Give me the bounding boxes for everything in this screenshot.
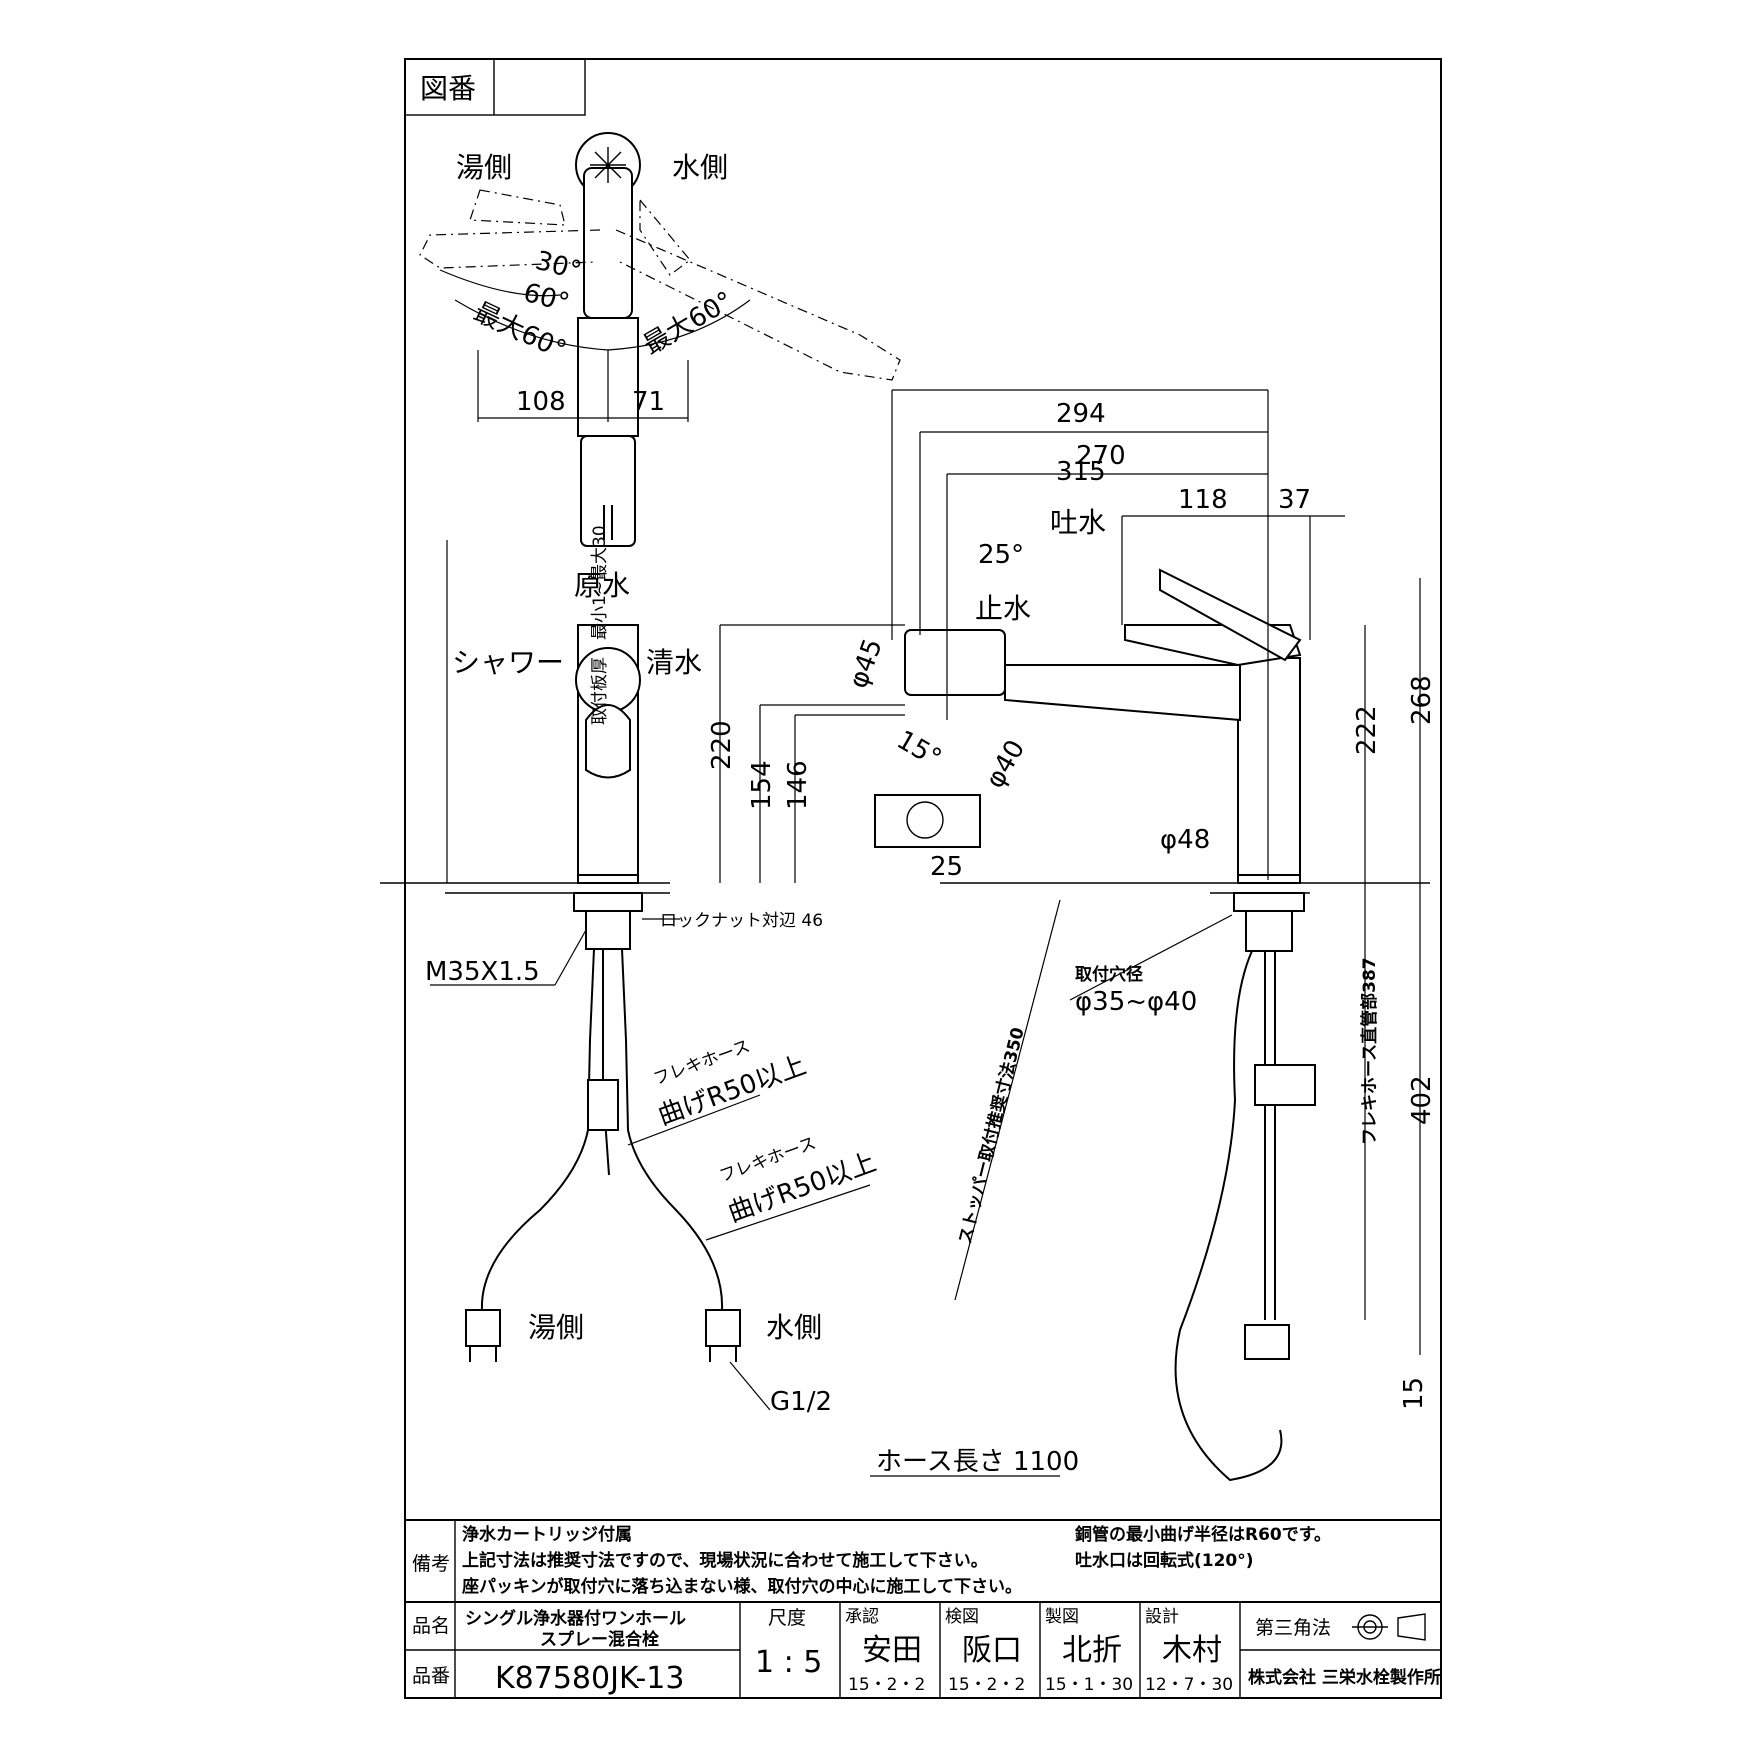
scale-label: 尺度	[768, 1607, 806, 1629]
title-block: 品名 シングル浄水器付ワンホール スプレー混合栓 品番 K87580JK-13 …	[405, 1601, 1441, 1698]
name-line-1: シングル浄水器付ワンホール	[465, 1608, 686, 1629]
spout-label: 吐水	[1050, 506, 1106, 539]
dim-146-label: 146	[783, 760, 813, 810]
remarks-line-2: 上記寸法は推奨寸法ですので、現場状況に合わせて施工して下さい。	[462, 1550, 988, 1571]
front-cold-side-label: 水側	[766, 1311, 822, 1344]
top-hot-side-label: 湯側	[456, 151, 512, 184]
remarks-line-5: 吐水口は回転式(120°)	[1075, 1550, 1254, 1571]
approved-label: 承認	[845, 1607, 879, 1627]
stopper-label: ストッパー取付推奨寸法350	[954, 1025, 1028, 1246]
front-view: 取付板厚 最小1~最大30 原水 シャワー 清水 ロックナット対辺 46 M35…	[380, 525, 880, 1417]
stop-label: 止水	[975, 592, 1031, 625]
dim-402-label: 402	[1407, 1075, 1437, 1125]
max-60-right-label: 最大60°	[639, 286, 739, 361]
drawn-label: 製図	[1045, 1607, 1079, 1627]
flex-straight-label: フレキホース直管部387	[1359, 957, 1380, 1145]
third-angle-projection-icon	[1352, 1613, 1426, 1641]
plate-thickness-label: 取付板厚 最小1~最大30	[590, 525, 610, 725]
remarks-line-1: 浄水カートリッジ付属	[462, 1524, 632, 1545]
dim-25-label: 25	[930, 852, 963, 882]
hose-length-label: ホース長さ 1100	[876, 1447, 1079, 1477]
remarks-line-3: 座パッキンが取付穴に落ち込まない様、取付穴の中心に施工して下さい。	[462, 1576, 1022, 1597]
clean-water-label: 清水	[646, 646, 702, 679]
hole-title-label: 取付穴径	[1075, 964, 1143, 985]
drawn-name: 北折	[1062, 1633, 1122, 1668]
raw-water-label: 原水	[574, 569, 630, 602]
approved-name: 安田	[862, 1633, 922, 1668]
design-name: 木村	[1162, 1633, 1222, 1668]
dim-71-label: 71	[632, 387, 665, 417]
remarks-block: 備考 浄水カートリッジ付属 上記寸法は推奨寸法ですので、現場状況に合わせて施工し…	[405, 1519, 1441, 1602]
design-date: 12・7・30	[1145, 1675, 1233, 1695]
dim-270-label: 270	[1076, 441, 1126, 471]
thread-label: M35X1.5	[425, 957, 540, 987]
pipe-thread-label: G1/2	[770, 1387, 832, 1417]
hole-range-label: φ35~φ40	[1075, 987, 1197, 1017]
dim-222-label: 222	[1352, 705, 1382, 755]
dia-45-label: φ45	[843, 635, 888, 692]
name-label: 品名	[412, 1615, 450, 1637]
scale-value: 1 : 5	[755, 1645, 822, 1680]
drawing-number-box: 図番	[404, 58, 586, 116]
dim-154-label: 154	[747, 760, 777, 810]
dim-15-label: 15	[1399, 1377, 1429, 1410]
drawing-number-label: 図番	[420, 72, 476, 105]
company-name: 株式会社 三栄水栓製作所	[1248, 1667, 1441, 1688]
top-cold-side-label: 水側	[672, 151, 728, 184]
number-label: 品番	[412, 1665, 450, 1687]
shower-label: シャワー	[452, 646, 564, 679]
dim-220-label: 220	[707, 720, 737, 770]
top-view: 湯側 水側 30° 60° 最大60° 最大60° 108 71	[419, 132, 901, 547]
dim-37-label: 37	[1278, 485, 1311, 515]
name-line-2: スプレー混合栓	[540, 1629, 659, 1650]
checked-label: 検図	[945, 1607, 979, 1627]
locknut-label: ロックナット対辺 46	[660, 911, 823, 931]
remarks-label: 備考	[412, 1553, 450, 1575]
approved-date: 15・2・2	[848, 1675, 925, 1695]
dia-48-label: φ48	[1160, 825, 1210, 855]
remarks-line-4: 銅管の最小曲げ半径はR60です。	[1075, 1524, 1331, 1545]
dia-40-label: φ40	[980, 735, 1031, 794]
design-label: 設計	[1145, 1607, 1179, 1627]
angle-25-label: 25°	[978, 540, 1024, 570]
projection-label: 第三角法	[1255, 1617, 1331, 1639]
dim-294-label: 294	[1056, 399, 1106, 429]
dim-118-label: 118	[1178, 485, 1228, 515]
angle-15-label: 15°	[892, 725, 947, 774]
dim-315-label: 315	[1056, 457, 1106, 487]
checked-date: 15・2・2	[948, 1675, 1025, 1695]
angle-60-label: 60°	[520, 278, 572, 319]
dim-268-label: 268	[1407, 675, 1437, 725]
sheet-border	[404, 58, 1442, 1699]
dim-108-label: 108	[516, 387, 566, 417]
drawn-date: 15・1・30	[1045, 1675, 1133, 1695]
checked-name: 阪口	[962, 1633, 1022, 1668]
front-hot-side-label: 湯側	[528, 1311, 584, 1344]
product-number: K87580JK-13	[495, 1661, 684, 1696]
